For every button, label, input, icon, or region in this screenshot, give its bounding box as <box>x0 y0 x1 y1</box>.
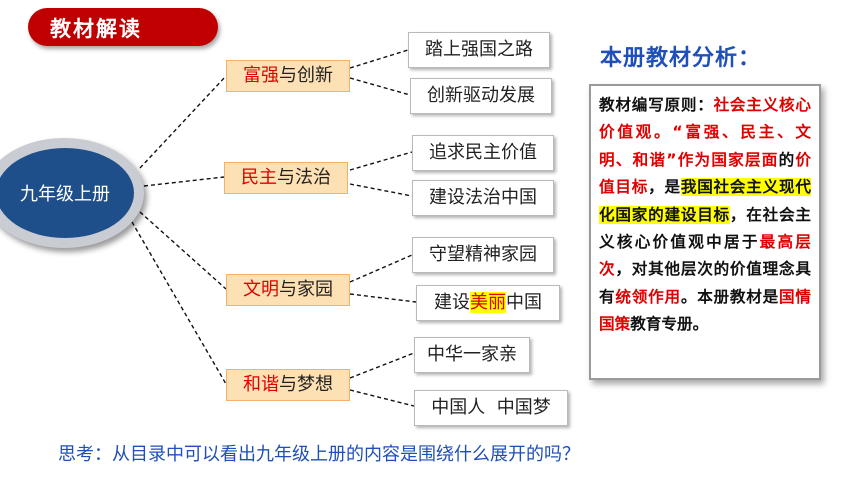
leaf-item: 中华一家亲 <box>414 337 530 373</box>
analysis-seg: ，在社会主义核心价值观中居于 <box>599 205 811 252</box>
root-node: 九年级上册 <box>0 148 134 238</box>
leaf-text-highlight: 美丽 <box>470 292 506 313</box>
analysis-title: 本册教材分析： <box>600 46 762 71</box>
leaf-text-pre: 建设 <box>434 292 470 313</box>
connector-b1-l2 <box>349 77 411 96</box>
leaf-item: 踏上强国之路 <box>408 32 550 68</box>
analysis-seg: 教育专册。 <box>630 315 709 334</box>
leaf-item: 中国人 中国梦 <box>414 390 568 426</box>
branch-highlight: 和谐 <box>243 374 279 395</box>
analysis-seg-red: 价值目标 <box>599 150 811 197</box>
connector-b4-l2 <box>349 389 415 407</box>
header-title: 教材解读 <box>50 17 142 41</box>
analysis-seg: ，对其他层次的价值理念具有 <box>599 260 811 306</box>
branch-prosperity: 富强与创新 <box>226 60 350 92</box>
question-text: 思考：从目录中可以看出九年级上册的内容是围绕什么展开的吗？ <box>58 444 580 465</box>
analysis-seg: 教材编写原则： <box>599 96 714 114</box>
branch-civilization: 文明与家园 <box>226 274 350 306</box>
connector-b2-l2 <box>349 183 413 197</box>
leaf-item: 建设法治中国 <box>412 180 554 216</box>
connector-b3-l2 <box>349 293 417 303</box>
leaf-text-post: 中国 <box>506 292 542 313</box>
analysis-seg-red: 最高层次 <box>599 233 811 279</box>
branch-democracy: 民主与法治 <box>224 162 348 194</box>
analysis-seg-red: 社会主义核心价值观 <box>599 96 811 142</box>
analysis-seg-red: 国情国策 <box>599 287 811 334</box>
branch-rest: 与创新 <box>279 65 333 86</box>
branch-highlight: 富强 <box>243 65 279 86</box>
analysis-seg-red: 。“富强、民主、文明、和谐”作为 <box>599 123 811 169</box>
connector-b3-l1 <box>349 254 413 283</box>
branch-rest: 与家园 <box>279 279 333 300</box>
connector-b4-l1 <box>349 352 415 379</box>
leaf-item-beautiful-china: 建设美丽中国 <box>416 285 560 321</box>
analysis-seg: ，是 <box>648 178 681 197</box>
connector-b1-l1 <box>349 49 409 69</box>
analysis-seg-red: 国家层面 <box>711 150 779 169</box>
branch-rest: 与法治 <box>277 167 331 188</box>
leaf-item: 创新驱动发展 <box>410 78 552 114</box>
analysis-seg-red: 统领作用 <box>615 287 681 306</box>
branch-rest: 与梦想 <box>279 374 333 395</box>
connector-root-b1 <box>139 75 227 169</box>
connector-b2-l1 <box>349 151 413 171</box>
branch-harmony: 和谐与梦想 <box>226 369 350 401</box>
leaf-item: 追求民主价值 <box>412 135 554 171</box>
analysis-seg: 的 <box>778 150 796 169</box>
branch-highlight: 文明 <box>243 279 279 300</box>
leaf-item: 守望精神家园 <box>412 237 554 273</box>
header-banner <box>28 8 218 46</box>
connector-root-b2 <box>143 176 225 187</box>
connector-root-b4 <box>131 221 227 385</box>
branch-highlight: 民主 <box>241 167 277 188</box>
analysis-text-box: 教材编写原则：社会主义核心价值观。“富强、民主、文明、和谐”作为国家层面的价值目… <box>589 84 821 380</box>
root-node-label: 九年级上册 <box>20 184 110 205</box>
connector-root-b3 <box>139 211 227 290</box>
analysis-seg: 。本册教材是 <box>680 287 780 306</box>
